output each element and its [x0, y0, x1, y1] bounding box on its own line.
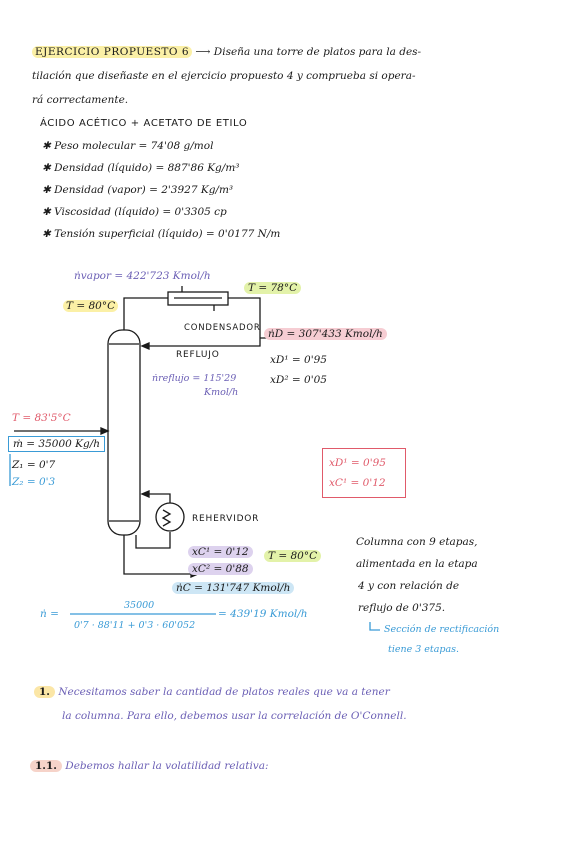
step-1-1-text: Debemos hallar la volatilidad relativa: — [65, 760, 269, 772]
feed-temperature: T = 83'5°C — [12, 412, 71, 424]
step-1-1-number: 1.1. — [30, 760, 62, 772]
column-note-4: reflujo de 0'375. — [358, 602, 446, 614]
property-text: Tensión superficial (líquido) = 0'0177 N… — [54, 228, 281, 240]
reflux-flow-label-2: Kmol/h — [204, 387, 239, 398]
exercise-statement-line-1: EJERCICIO PROPUESTO 6 ⟶ Diseña una torre… — [32, 46, 421, 58]
bullet-icon: ✱ — [42, 206, 55, 218]
property-text: Viscosidad (líquido) = 0'3305 cp — [54, 206, 227, 218]
temp-condenser-right: T = 78°C — [244, 282, 302, 294]
feed-z1: Z₁ = 0'7 — [12, 459, 56, 471]
feed-mass-flow: ṁ = 35000 Kg/h — [8, 436, 106, 452]
bottoms-temperature: T = 80°C — [264, 550, 322, 562]
step-1-text-1: Necesitamos saber la cantidad de platos … — [58, 686, 390, 698]
formula-result: = 439'19 Kmol/h — [218, 608, 308, 620]
bullet-icon: ✱ — [42, 162, 55, 174]
column-note-1: Columna con 9 etapas, — [356, 536, 478, 548]
exercise-title: EJERCICIO PROPUESTO 6 — [32, 46, 193, 58]
column-note-3: 4 y con relación de — [358, 580, 460, 592]
column-note-2: alimentada en la etapa — [356, 558, 478, 570]
formula-lhs: ṅ = — [40, 608, 59, 620]
bottoms-flow-label: ṅC = 131'747 Kmol/h — [172, 582, 295, 594]
step-1-text-2: la columna. Para ello, debemos usar la c… — [62, 710, 407, 722]
property-item: ✱ Viscosidad (líquido) = 0'3305 cp — [42, 206, 227, 218]
property-item: ✱ Densidad (vapor) = 2'3927 Kg/m³ — [42, 184, 233, 196]
statement-text-3: rá correctamente. — [32, 94, 129, 106]
condenser-label: CONDENSADOR — [184, 323, 261, 333]
step-1-number: 1. — [34, 686, 55, 698]
rectification-note-2: tiene 3 etapas. — [388, 644, 460, 655]
formula-numerator: 35000 — [124, 600, 155, 611]
bottoms-x1: xC¹ = 0'12 — [188, 546, 253, 558]
property-text: Densidad (líquido) = 887'86 Kg/m³ — [54, 162, 240, 174]
step-1-1-line: 1.1. Debemos hallar la volatilidad relat… — [30, 760, 269, 772]
property-text: Densidad (vapor) = 2'3927 Kg/m³ — [54, 184, 234, 196]
formula-denominator: 0'7 · 88'11 + 0'3 · 60'052 — [74, 620, 196, 631]
composition-box: xD¹ = 0'95 xC¹ = 0'12 — [322, 448, 406, 498]
box-xc1: xC¹ = 0'12 — [329, 477, 386, 489]
distillation-column — [107, 329, 141, 536]
mixture-heading: ÁCIDO ACÉTICO + ACETATO DE ETILO — [40, 118, 248, 129]
statement-text-1: Diseña una torre de platos para la des- — [213, 46, 422, 58]
bullet-icon: ✱ — [42, 228, 55, 240]
bottoms-x2: xC² = 0'88 — [188, 563, 253, 575]
step-1-line-1: 1. Necesitamos saber la cantidad de plat… — [34, 686, 390, 698]
reflux-label: REFLUJO — [176, 350, 220, 360]
distillate-x2: xD² = 0'05 — [270, 374, 327, 386]
property-text: Peso molecular = 74'08 g/mol — [54, 140, 214, 152]
property-item: ✱ Tensión superficial (líquido) = 0'0177… — [42, 228, 280, 240]
reboiler-label: REHERVIDOR — [192, 514, 260, 524]
rectification-note-1: Sección de rectificación — [384, 624, 500, 635]
bullet-icon: ✱ — [42, 184, 55, 196]
property-item: ✱ Peso molecular = 74'08 g/mol — [42, 140, 213, 152]
property-item: ✱ Densidad (líquido) = 887'86 Kg/m³ — [42, 162, 240, 174]
vapor-flow-label: ṅvapor = 422'723 Kmol/h — [74, 270, 211, 282]
box-xd1: xD¹ = 0'95 — [329, 457, 386, 469]
feed-z2: Z₂ = 0'3 — [12, 476, 56, 488]
temp-condenser-left: T = 80°C — [63, 300, 119, 312]
reflux-flow-label-1: ṅreflujo = 115'29 — [152, 373, 237, 384]
bullet-icon: ✱ — [42, 140, 55, 152]
distillate-x1: xD¹ = 0'95 — [270, 354, 327, 366]
reboiler — [155, 502, 185, 532]
statement-text-2: tilación que diseñaste en el ejercicio p… — [32, 70, 416, 82]
arrow-right-icon: ⟶ — [195, 46, 214, 58]
distillate-flow-label: ṅD = 307'433 Kmol/h — [264, 328, 387, 340]
